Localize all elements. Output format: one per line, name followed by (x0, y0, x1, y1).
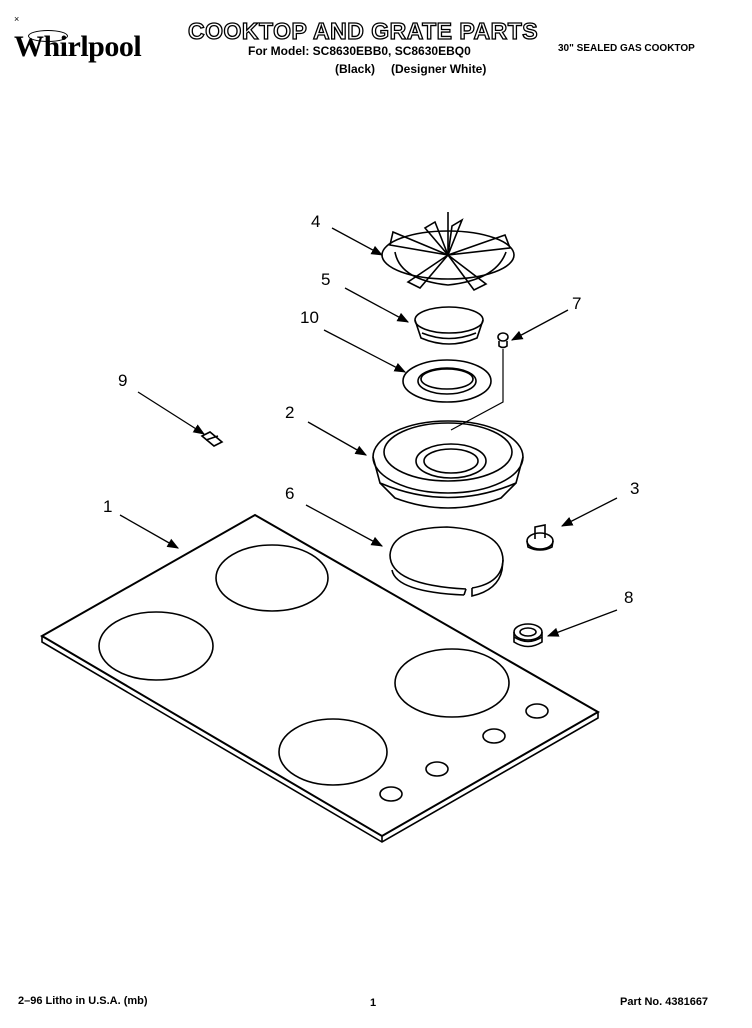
corner-mark: × (14, 14, 20, 24)
part-number: Part No. 4381667 (620, 996, 709, 1008)
model-line: For Model: SC8630EBB0, SC8630EBQ0 (248, 44, 471, 58)
callout-9: 9 (118, 371, 127, 390)
split-ring-part (389, 526, 504, 598)
clip-part (200, 431, 224, 447)
grommet-part (513, 623, 543, 648)
page-title: COOKTOP AND GRATE PARTS (187, 17, 539, 44)
color-black: (Black) (335, 62, 376, 76)
litho-note: 2–96 Litho in U.S.A. (mb) (18, 995, 148, 1007)
callout-10: 10 (300, 308, 319, 327)
callout-5: 5 (321, 270, 330, 289)
callout-arrows (119, 227, 618, 637)
callout-7: 7 (572, 294, 581, 313)
grate-part (381, 212, 515, 292)
callout-1: 1 (103, 497, 112, 516)
ring-part (402, 359, 492, 403)
callout-4: 4 (311, 212, 320, 231)
brand-logo: Whirlpool (14, 30, 142, 63)
burner-base-part (372, 420, 524, 509)
burner-cap-part (414, 306, 484, 345)
callout-2: 2 (285, 403, 294, 422)
page-number: 1 (370, 997, 377, 1009)
callout-6: 6 (285, 484, 294, 503)
callout-3: 3 (630, 479, 639, 498)
callout-8: 8 (624, 588, 633, 607)
color-white: (Designer White) (391, 62, 487, 76)
cooktop-part (40, 513, 601, 843)
product-type: 30" SEALED GAS COOKTOP (558, 43, 695, 54)
screw-part (450, 332, 509, 431)
color-line: (Black) (Designer White) (335, 62, 502, 76)
whirlpool-logo-icon (28, 30, 68, 42)
insert-part (526, 524, 554, 551)
